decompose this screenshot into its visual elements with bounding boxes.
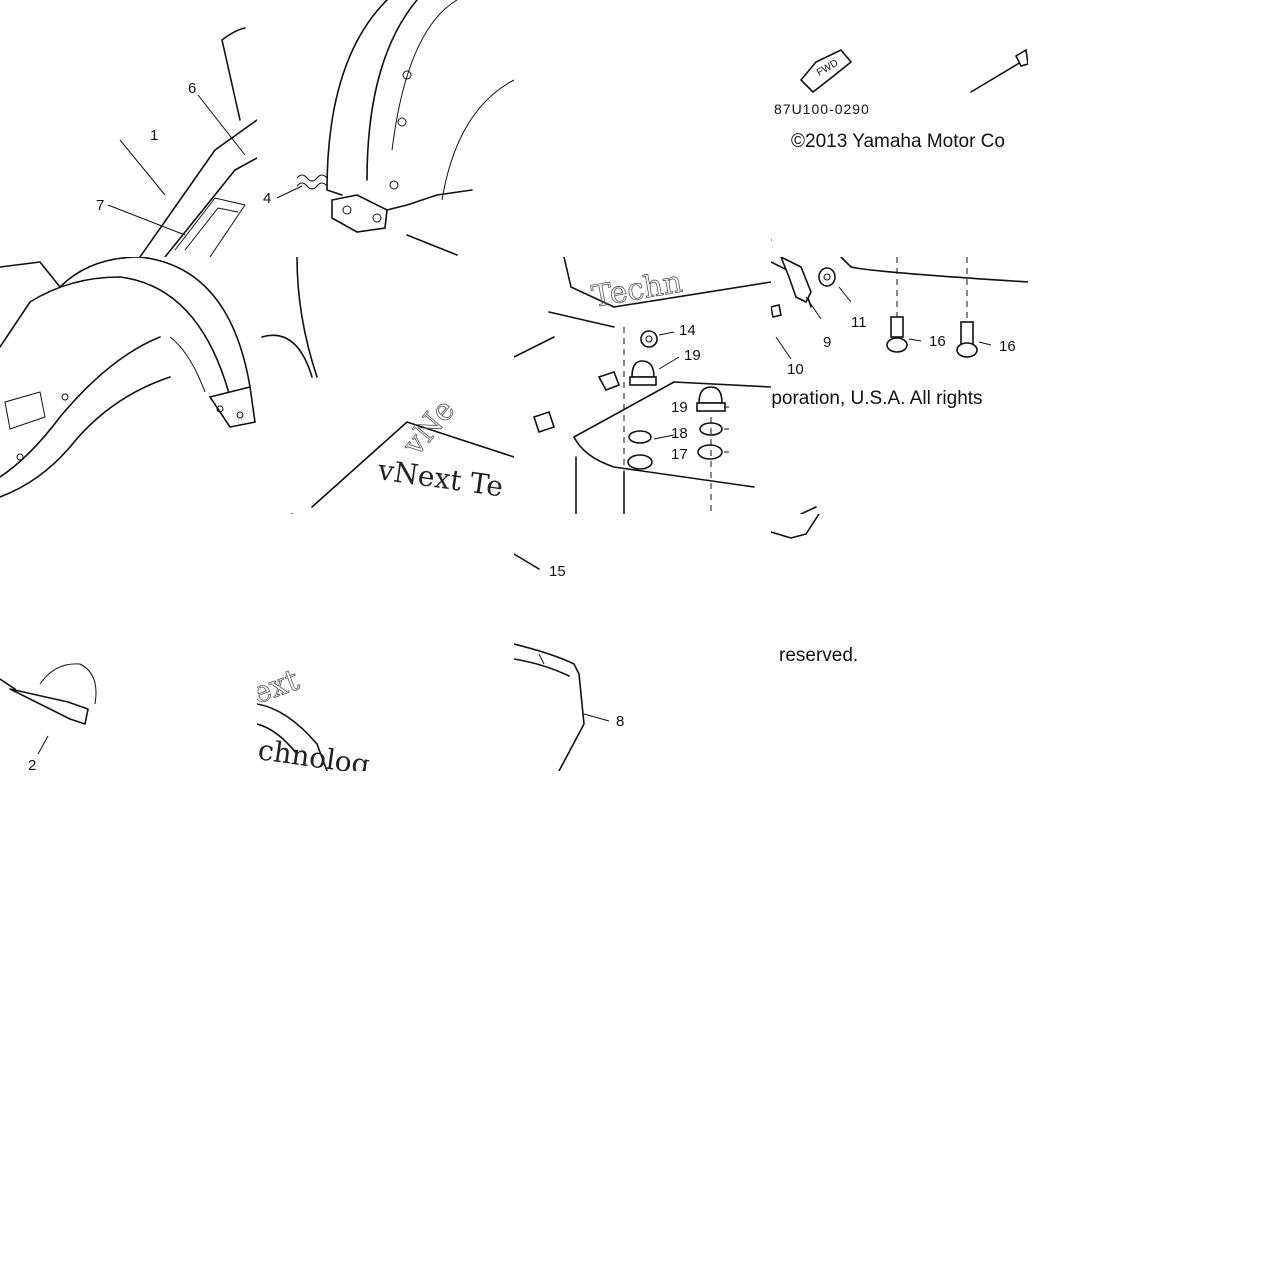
arch-panel-drawing: 4 (263, 0, 514, 256)
fwd-arrow-icon (799, 49, 853, 94)
diagram-tile-watermark: ext chnolog (257, 514, 514, 771)
diagram-tile-fender (0, 257, 257, 514)
watermark-techn: Techn (589, 265, 685, 315)
callout-10: 10 (787, 361, 804, 378)
watermark-vne: vNe (396, 393, 463, 463)
diagram-tile-box: vNext Te vNe (257, 257, 514, 514)
callout-19-top: 19 (684, 347, 701, 364)
diagram-tile-footer: reserved. (771, 514, 1028, 771)
title-drawing: 3 12 FWD 87U100-0290 13 ©2013 Yamaha Mot… (771, 48, 1028, 241)
box-drawing: vNext Te vNe (261, 257, 514, 514)
callout-16-right: 16 (999, 338, 1016, 355)
callout-18: 18 (671, 425, 688, 442)
callout-11: 11 (851, 314, 867, 331)
diagram-tile-title: 3 12 FWD 87U100-0290 13 ©2013 Yamaha Mot… (771, 0, 1028, 257)
battery-base-drawing: 15 8 (514, 553, 624, 771)
callout-9: 9 (823, 334, 831, 351)
watermark-ext: ext (257, 663, 304, 712)
diagram-tile-side-panel: 1 6 5 7 (0, 0, 257, 257)
diagram-tile-battery: 14 19 19 18 17 Techn (514, 257, 771, 514)
callout-6: 6 (188, 80, 196, 97)
callout-16-left: 16 (929, 333, 946, 350)
watermark-text: vNext Te (375, 453, 505, 503)
battery-drawing: 14 19 19 18 17 Techn (514, 257, 771, 514)
footer-drawing: reserved. (771, 514, 858, 666)
copyright-line-2: rporation, U.S.A. All rights (771, 388, 983, 409)
callout-14: 14 (679, 322, 696, 339)
copyright-line-3: reserved. (779, 645, 858, 666)
diagram-tile-battery-base: 15 8 (514, 514, 771, 771)
side-panel-drawing: 1 6 5 7 (96, 27, 257, 257)
callout-4: 4 (263, 190, 271, 207)
diagram-tile-blank-1 (514, 0, 771, 257)
callout-1: 1 (150, 127, 158, 144)
fender-drawing (0, 257, 256, 498)
callout-19-lower: 19 (671, 399, 688, 416)
diagram-tile-blank-2 (1028, 0, 1285, 257)
watermark-drawing: ext chnolog (257, 662, 372, 771)
part-number: 87U100-0290 (774, 101, 870, 117)
bracket-drawing: 9 11 10 16 16 rporation, U.S.A. All righ… (771, 257, 1028, 514)
diagram-tile-bracket: 9 11 10 16 16 rporation, U.S.A. All righ… (771, 257, 1028, 514)
callout-15: 15 (549, 563, 566, 580)
callout-7: 7 (96, 197, 104, 214)
callout-17: 17 (671, 446, 688, 463)
diagram-tile-hook: 2 (0, 514, 257, 771)
watermark-technolog: chnolog (257, 733, 372, 771)
callout-2: 2 (28, 757, 36, 771)
hook-drawing: 2 (0, 663, 97, 771)
copyright-line-1: ©2013 Yamaha Motor Co (791, 131, 1005, 152)
diagram-tile-arch-panel: 4 (257, 0, 514, 257)
callout-8: 8 (616, 713, 624, 730)
